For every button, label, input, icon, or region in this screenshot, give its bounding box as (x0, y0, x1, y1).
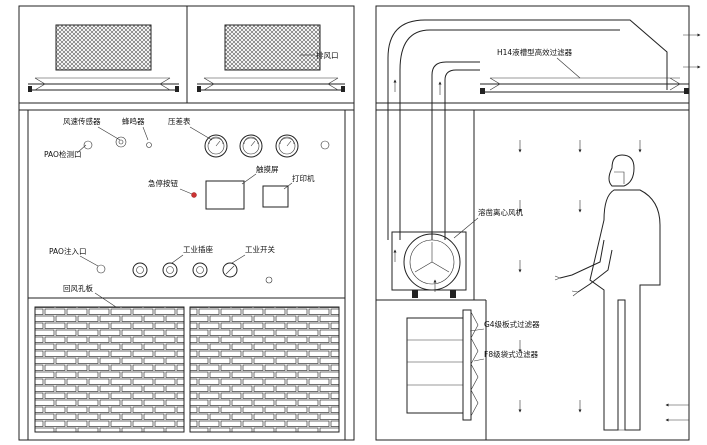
industrial-socket-label: 工业插座 (183, 244, 213, 254)
g4-f8-filter-box (406, 309, 479, 421)
switch-indicator (265, 276, 273, 284)
printer (262, 185, 289, 208)
h14-filter-label: H14液槽型高效过滤器 (497, 47, 573, 57)
air-duct (387, 19, 668, 240)
exhaust-grille-left (55, 24, 152, 71)
centrifugal-fan (391, 231, 467, 298)
return-air-panel-right (189, 306, 340, 433)
f8-filter-label: F8级袋式过滤器 (484, 349, 539, 359)
g4-filter-label: G4级板式过滤器 (484, 319, 540, 329)
side-frame (375, 5, 690, 441)
socket-3 (192, 262, 208, 278)
emergency-stop-label: 急停按钮 (148, 178, 178, 188)
socket-2 (162, 262, 178, 278)
return-air-panel-left (34, 306, 185, 433)
pressure-gauge-2 (239, 134, 263, 158)
pao-test-port (83, 140, 93, 150)
printer-label: 打印机 (292, 173, 315, 183)
front-view: 排风口 风速传感器 蜂鸣器 PAO检测口 压差表 急停按钮 (18, 5, 355, 441)
wind-speed-sensor (115, 136, 127, 148)
side-port-icon (320, 140, 330, 150)
top-filter-left (28, 77, 179, 92)
industrial-switch-label: 工业开关 (245, 244, 275, 254)
pressure-gauge-label: 压差表 (168, 116, 191, 126)
buzzer-label: 蜂鸣器 (122, 116, 145, 126)
centrifugal-fan-label: 溶凿离心风机 (478, 207, 523, 217)
h14-filter (480, 77, 689, 94)
touch-screen (205, 180, 245, 210)
side-view: H14液槽型高效过滤器 溶凿离心风机 (375, 5, 701, 441)
exhaust-outlet-label: 排风口 (316, 50, 339, 60)
top-filter-right (197, 77, 345, 92)
exhaust-grille-right (224, 24, 321, 71)
emergency-stop-button (191, 192, 197, 198)
pressure-gauge-1 (204, 134, 228, 158)
wind-speed-sensor-label: 风速传感器 (63, 116, 101, 126)
operator-figure (554, 154, 661, 431)
buzzer (146, 142, 152, 148)
pressure-gauge-3 (275, 134, 299, 158)
switch-1 (222, 262, 238, 278)
pao-injection-port (96, 264, 106, 274)
pao-injection-label: PAO注入口 (49, 246, 86, 256)
pao-test-port-label: PAO检测口 (44, 149, 81, 159)
return-air-panel-label: 回风孔板 (63, 283, 93, 293)
touch-screen-label: 触摸屏 (256, 164, 279, 174)
socket-1 (132, 262, 148, 278)
